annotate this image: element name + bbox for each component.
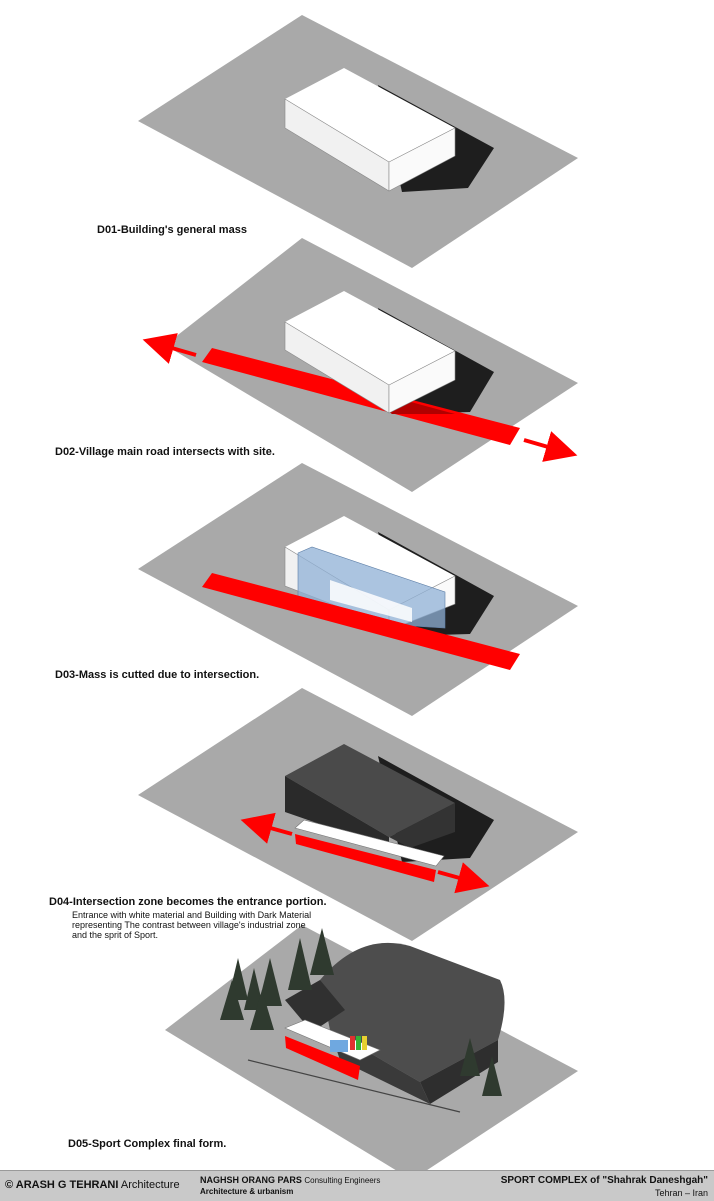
d02-arrow-left (142, 333, 197, 364)
firm-name: NAGHSH ORANG PARS (200, 1175, 302, 1185)
d05-color-banner-green (356, 1036, 361, 1050)
d04-caption: D04-Intersection zone becomes the entran… (49, 896, 327, 908)
d04-dark-mass-right (389, 803, 455, 848)
d05-diagram (165, 925, 578, 1170)
d04-dark-mass-left (285, 776, 389, 848)
firm-block: NAGHSH ORANG PARS Consulting Engineers (200, 1175, 380, 1185)
d02-diagram (142, 238, 578, 492)
massing-diagram (138, 15, 578, 1170)
d04-note: Entrance with white material and Buildin… (72, 910, 311, 940)
tree (310, 928, 334, 975)
tree (250, 990, 274, 1030)
d05-glass-panel (330, 1040, 348, 1052)
d05-color-banner-yellow (362, 1036, 367, 1050)
d05-site-road-line (247, 1059, 461, 1113)
d05-arena-side (420, 1040, 498, 1104)
tree (244, 968, 264, 1010)
tree (288, 938, 312, 990)
d05-entrance-block (285, 980, 345, 1032)
copyright-block: © ARASH G TEHRANI Architecture (5, 1179, 180, 1191)
d02-mass-right (388, 350, 456, 414)
d03-cut-face (330, 580, 412, 622)
d05-caption: D05-Sport Complex final form. (68, 1138, 227, 1150)
d04-arrow-left (240, 812, 293, 844)
d02-arrow-right (523, 431, 578, 462)
d04-entrance-base (295, 834, 436, 882)
d03-caption: D03-Mass is cutted due to intersection. (55, 669, 260, 681)
project-location: Tehran – Iran (654, 1188, 708, 1198)
d01-mass-right (388, 127, 456, 192)
copyright-suffix: Architecture (120, 1179, 180, 1191)
firm-suffix: Consulting Engineers (304, 1176, 381, 1185)
d02-mass-top (285, 291, 455, 385)
firm-subtitle: Architecture & urbanism (200, 1187, 294, 1196)
d04-entrance-canopy (294, 819, 445, 867)
d03-road (202, 573, 520, 670)
d01-caption: D01-Building's general mass (97, 224, 247, 236)
tree (258, 958, 282, 1006)
tree (460, 1038, 480, 1076)
d02-road (202, 348, 520, 445)
d04-note-line-1: Entrance with white material and Buildin… (72, 910, 312, 920)
title-block-footer: © ARASH G TEHRANI Architecture NAGHSH OR… (0, 1170, 714, 1201)
d04-note-line-2: representing The contrast between villag… (72, 920, 306, 930)
d02-caption: D02-Village main road intersects with si… (55, 446, 275, 458)
d01-diagram (138, 15, 578, 268)
d05-color-banner-red (350, 1036, 355, 1050)
tree (482, 1056, 502, 1096)
d04-arrow-right (437, 862, 490, 894)
d04-diagram (138, 688, 578, 941)
tree (220, 980, 244, 1020)
copyright-text: © ARASH G TEHRANI (5, 1179, 119, 1191)
d04-note-line-3: and the sprit of Sport. (72, 930, 159, 940)
project-title: SPORT COMPLEX of "Shahrak Daneshgah" (500, 1175, 708, 1186)
d04-dark-mass-top (285, 744, 455, 837)
d03-diagram (138, 463, 578, 716)
d05-entrance-base (285, 1036, 360, 1080)
d01-mass-top (285, 68, 455, 162)
d05-trees (220, 928, 502, 1096)
